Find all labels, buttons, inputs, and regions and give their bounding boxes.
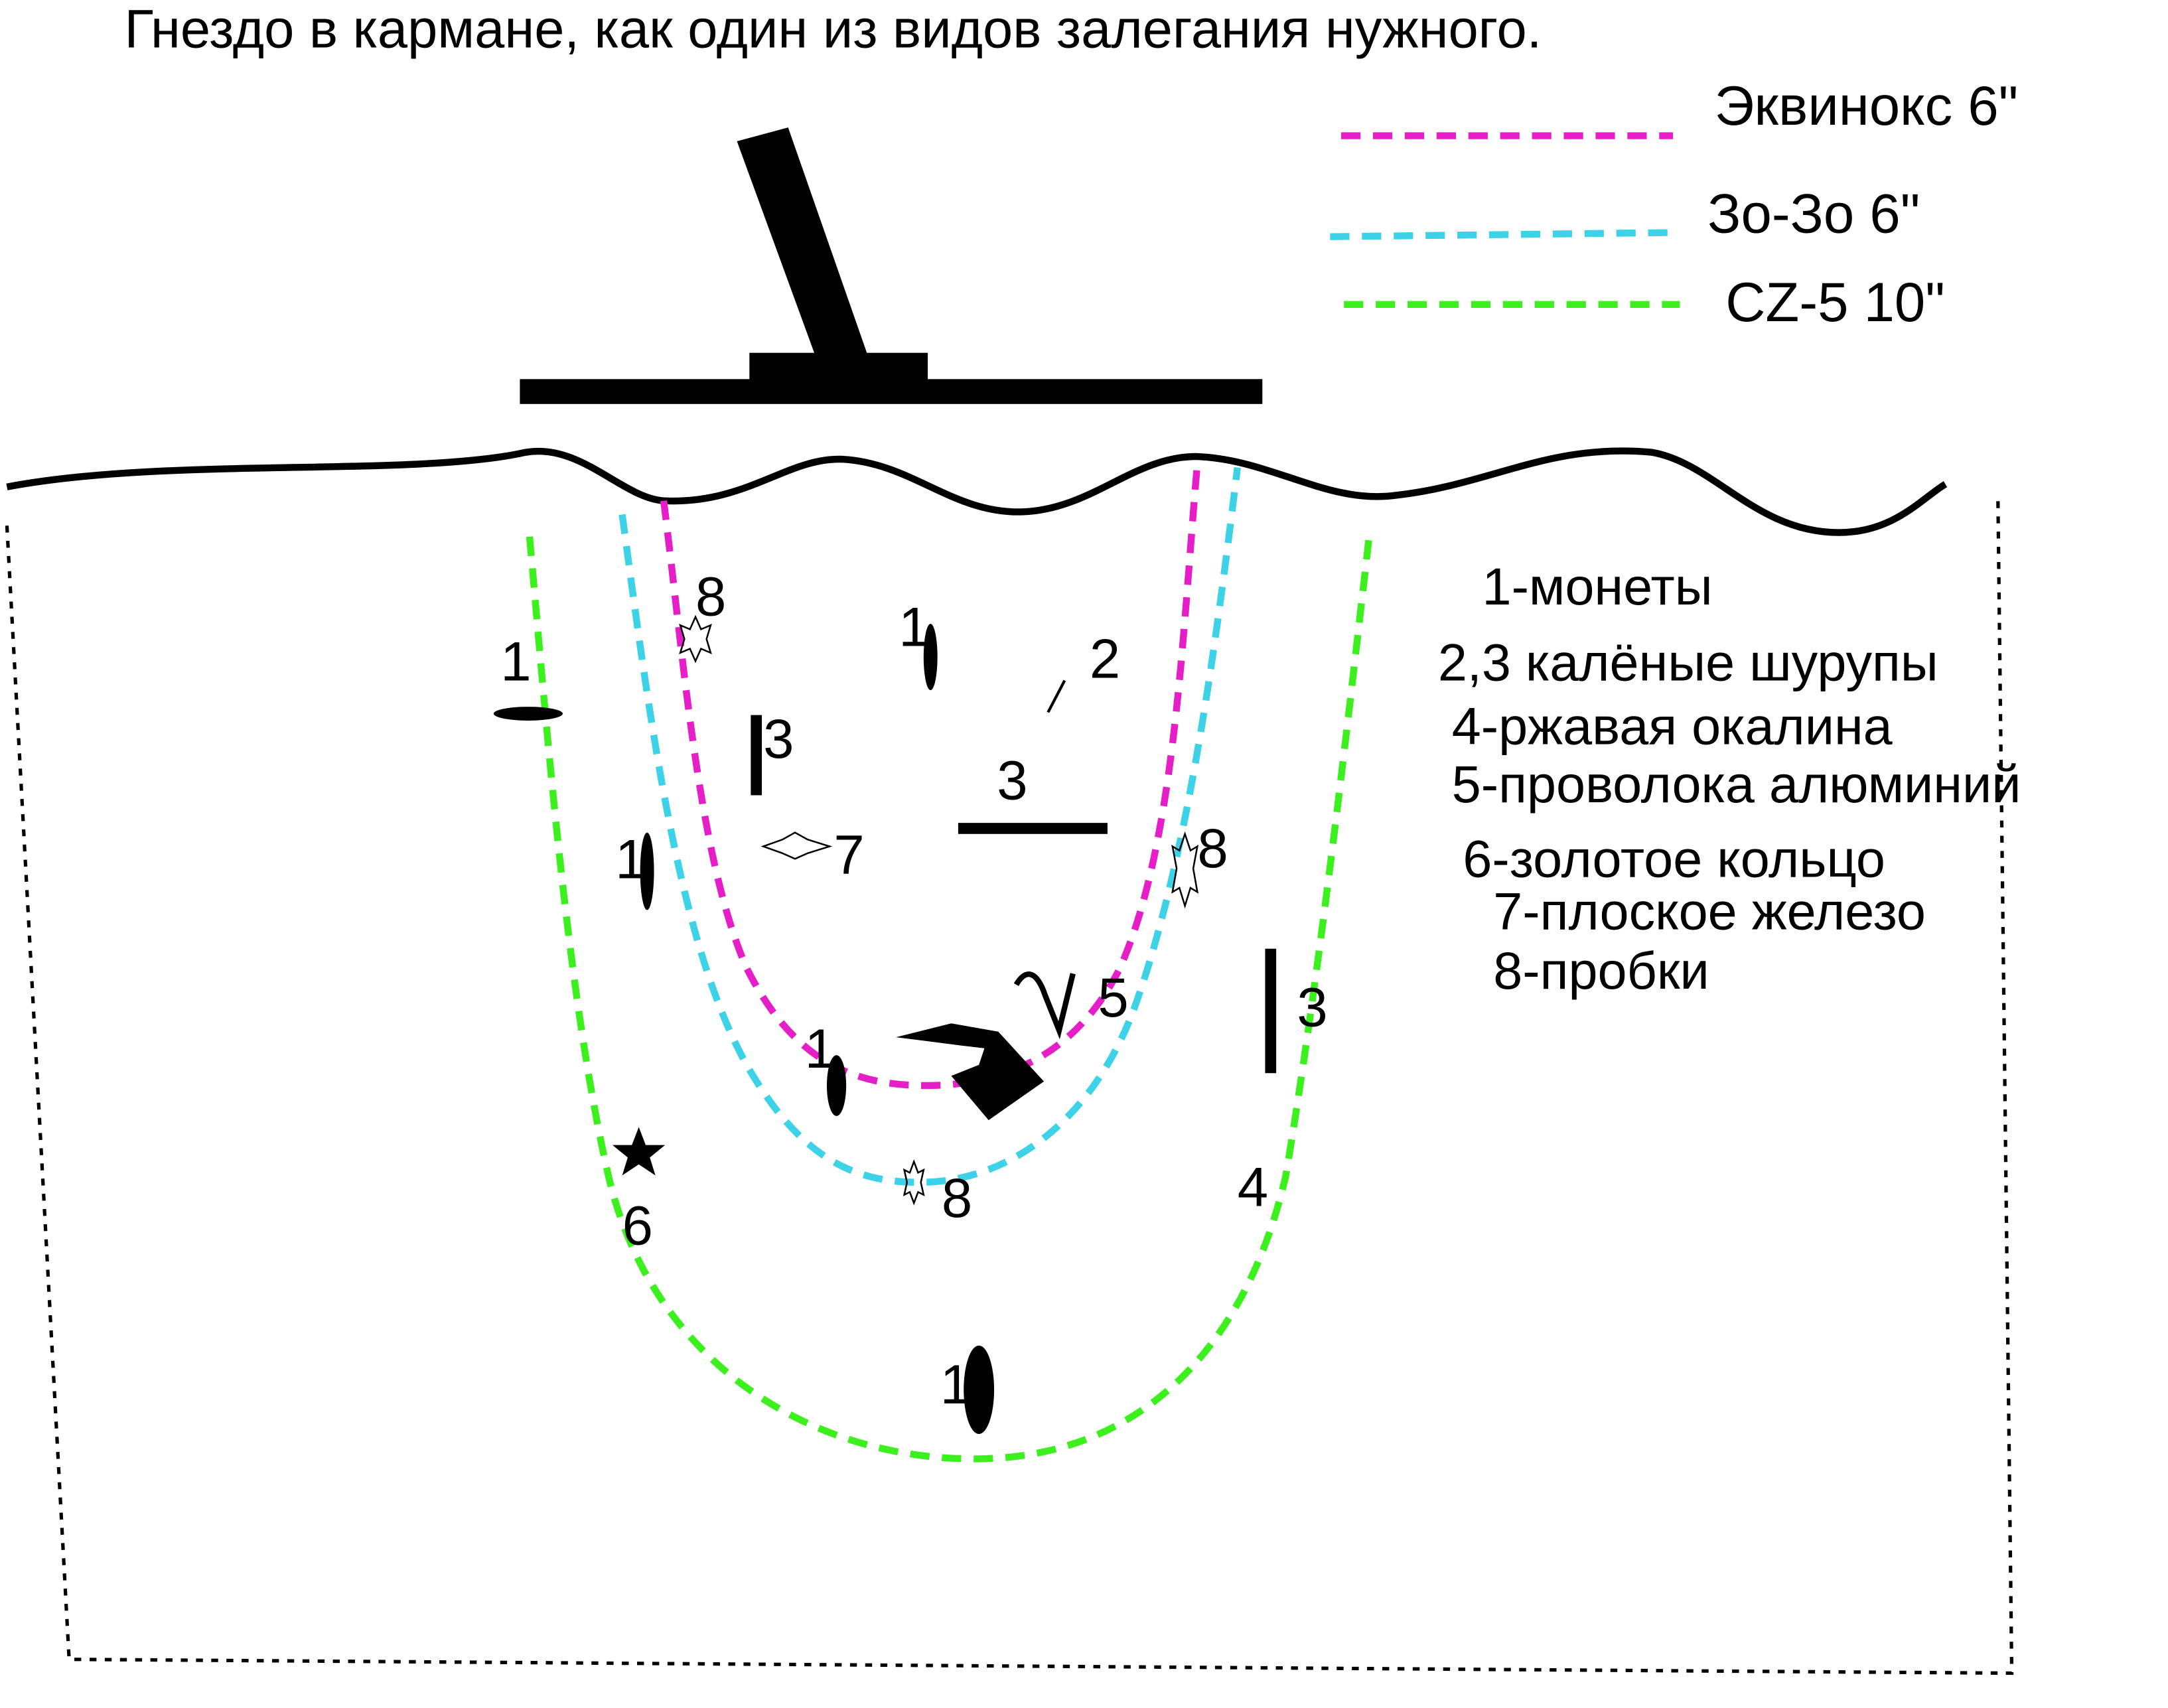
marker-label: 3: [763, 708, 794, 770]
marker-label: 1: [615, 828, 646, 890]
metal-detector-icon: [520, 127, 1263, 404]
key-item: 2,3 калёные шурупы: [1438, 633, 1938, 692]
detector-legend: Эквинокс 6" Зо-Зо 6" CZ-5 10": [1330, 75, 2018, 333]
aluminium-wire-icon: [1013, 971, 1076, 1040]
marker-label: 5: [1098, 967, 1128, 1029]
object-key: 1-монеты 2,3 калёные шурупы 4-ржавая ока…: [1438, 557, 2021, 1000]
marker-label: 8: [942, 1167, 972, 1229]
marker-label: 8: [695, 566, 726, 628]
flat-iron-icon: [760, 831, 833, 860]
legend-label-zozo: Зо-Зо 6": [1707, 182, 1920, 244]
coin-icon: [826, 1055, 847, 1116]
bottle-cap-icon: [679, 614, 712, 664]
marker-label: 4: [1238, 1156, 1268, 1218]
buried-objects: [493, 614, 1277, 1435]
key-item: 7-плоское железо: [1493, 882, 1926, 941]
marker-label: 1: [940, 1354, 971, 1415]
marker-label: 2: [1090, 628, 1120, 689]
coin-icon: [640, 832, 654, 910]
marker-label: 3: [1297, 976, 1327, 1038]
screw-icon: [1265, 948, 1277, 1074]
legend-line-zozo: [1330, 229, 1674, 240]
marker-label: 1: [899, 596, 929, 658]
key-item: 5-проволока алюминий: [1452, 754, 2021, 814]
coin-icon: [923, 624, 938, 691]
rusty-scale-icon: [896, 1023, 1045, 1121]
bottle-cap-icon: [1171, 831, 1199, 909]
soil-boundary: [5, 498, 2014, 1675]
detection-zone-equinox: [660, 463, 1201, 1090]
marker-label: 1: [805, 1018, 835, 1080]
key-item: 1-монеты: [1482, 557, 1713, 616]
detection-zone-cz5: [526, 536, 1372, 1462]
screw-icon: [1047, 679, 1066, 713]
marker-label: 3: [997, 750, 1027, 812]
legend-label-equinox: Эквинокс 6": [1715, 75, 2019, 137]
object-numbers: 8 1 2 1 3 3 7 1 8 5 3 1 8 4 6 1: [500, 566, 1327, 1416]
marker-label: 8: [1197, 818, 1228, 879]
key-item: 6-золотое кольцо: [1463, 829, 1885, 888]
coin-icon: [964, 1345, 995, 1435]
marker-label: 7: [833, 824, 864, 886]
marker-label: 6: [622, 1195, 653, 1257]
key-item: 4-ржавая окалина: [1452, 696, 1893, 755]
key-item: 8-пробки: [1493, 941, 1709, 1000]
coin-icon: [493, 707, 563, 721]
detection-zone-zozo: [618, 467, 1241, 1186]
screw-icon: [958, 823, 1108, 834]
ground-surface-line: [6, 447, 1948, 536]
legend-label-cz5: CZ-5 10": [1725, 271, 1945, 333]
screw-icon: [751, 715, 762, 796]
marker-label: 1: [500, 631, 531, 693]
diagram-title: Гнездо в кармане, как один из видов зале…: [125, 0, 1542, 59]
gold-ring-star-icon: [613, 1127, 666, 1176]
bottle-cap-icon: [903, 1159, 925, 1206]
